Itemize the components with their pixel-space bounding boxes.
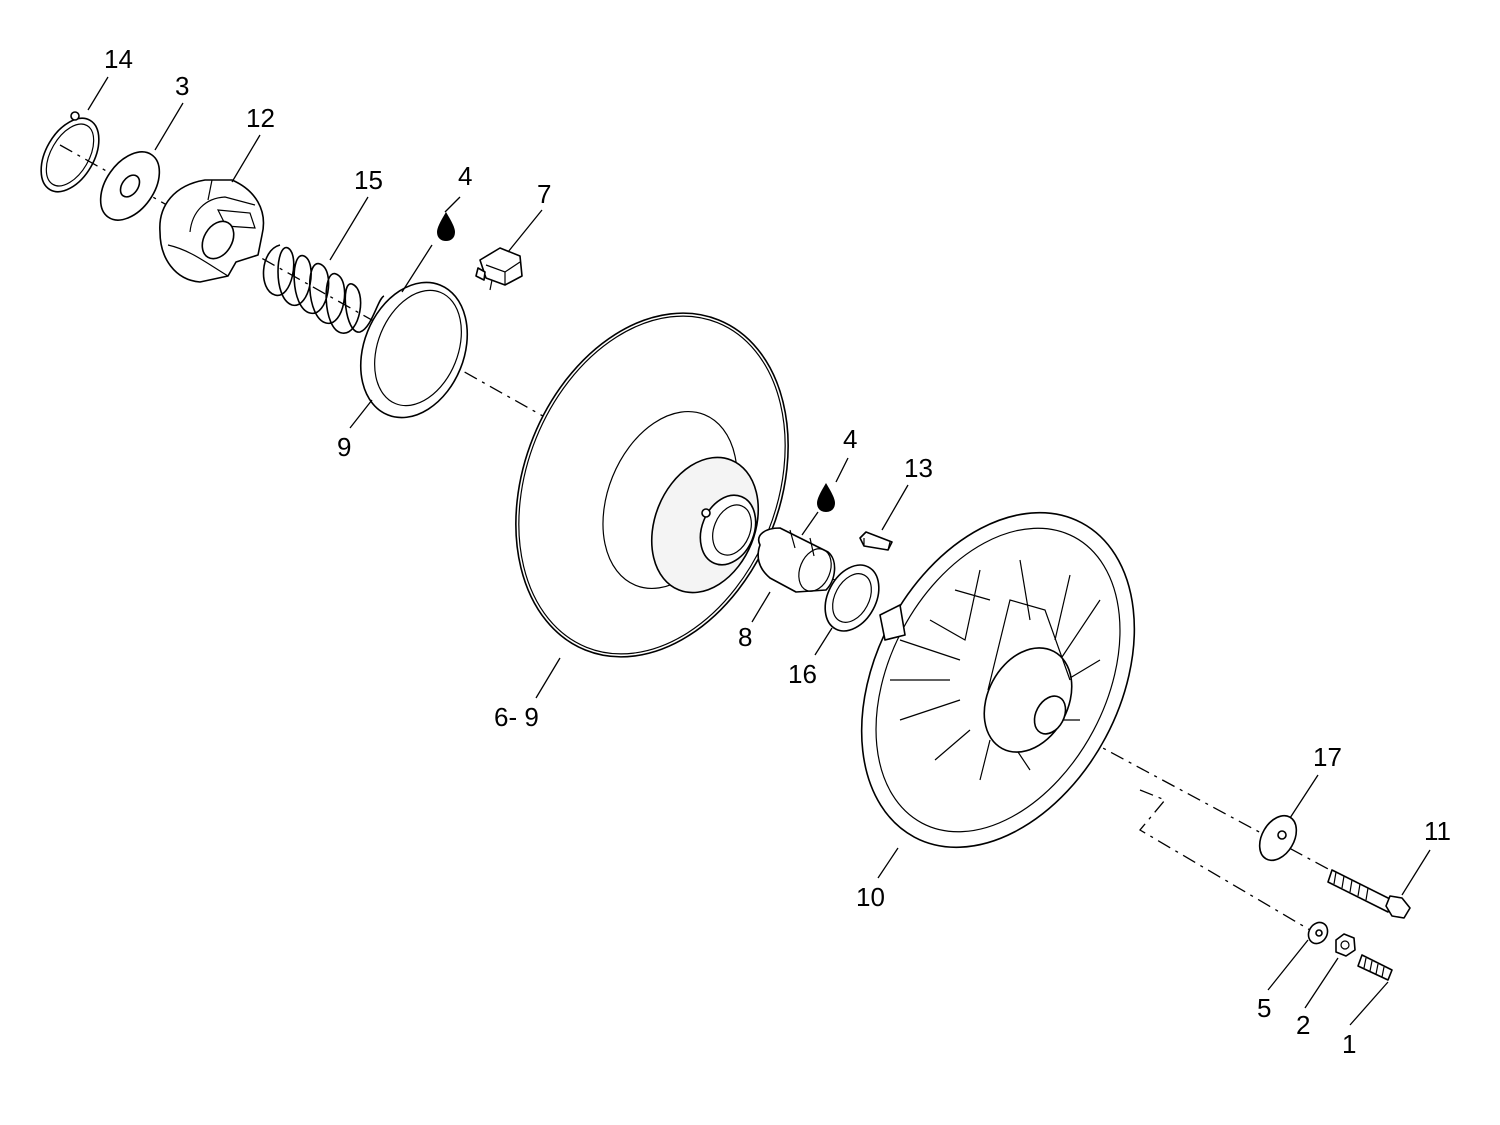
spring-15 — [262, 244, 385, 334]
callout-13: 13 — [904, 453, 933, 483]
callout-4-lower: 4 — [843, 424, 857, 454]
callout-3: 3 — [175, 71, 189, 101]
ring-9 — [359, 281, 469, 419]
callout-8: 8 — [738, 622, 752, 652]
washer-3 — [99, 151, 161, 221]
callout-labels: 14 3 12 15 4 7 9 4 13 8 16 6- 9 10 17 11… — [104, 44, 1451, 1059]
callout-4-upper: 4 — [458, 161, 472, 191]
thrust-washer-16 — [824, 564, 880, 632]
callout-17: 17 — [1313, 742, 1342, 772]
callout-15: 15 — [354, 165, 383, 195]
fixed-sheave-10 — [860, 511, 1136, 849]
bolt-11 — [1327, 869, 1411, 919]
bushing-8 — [757, 527, 836, 593]
cam-12 — [159, 179, 265, 283]
callout-5: 5 — [1257, 993, 1271, 1023]
callout-6-9: 6- 9 — [494, 702, 539, 732]
callout-12: 12 — [246, 103, 275, 133]
callout-9: 9 — [337, 432, 351, 462]
callout-16: 16 — [788, 659, 817, 689]
callout-2: 2 — [1296, 1010, 1310, 1040]
leader-lines — [87, 76, 1431, 1026]
washer-17 — [1258, 814, 1298, 862]
key-13 — [859, 531, 893, 551]
oil-drop-icon — [817, 483, 835, 512]
callout-1: 1 — [1342, 1029, 1356, 1059]
washer-5 — [1307, 921, 1329, 945]
callout-10: 10 — [856, 882, 885, 912]
callout-11: 11 — [1424, 816, 1451, 846]
slider-shoe-7 — [475, 247, 523, 291]
nut-2 — [1335, 933, 1356, 957]
callout-14: 14 — [104, 44, 133, 74]
sliding-sheave-6-9 — [515, 312, 789, 658]
retaining-ring-14 — [40, 111, 100, 193]
oil-drop-icon — [437, 212, 455, 241]
set-screw-1 — [1357, 954, 1393, 981]
callout-7: 7 — [537, 179, 551, 209]
